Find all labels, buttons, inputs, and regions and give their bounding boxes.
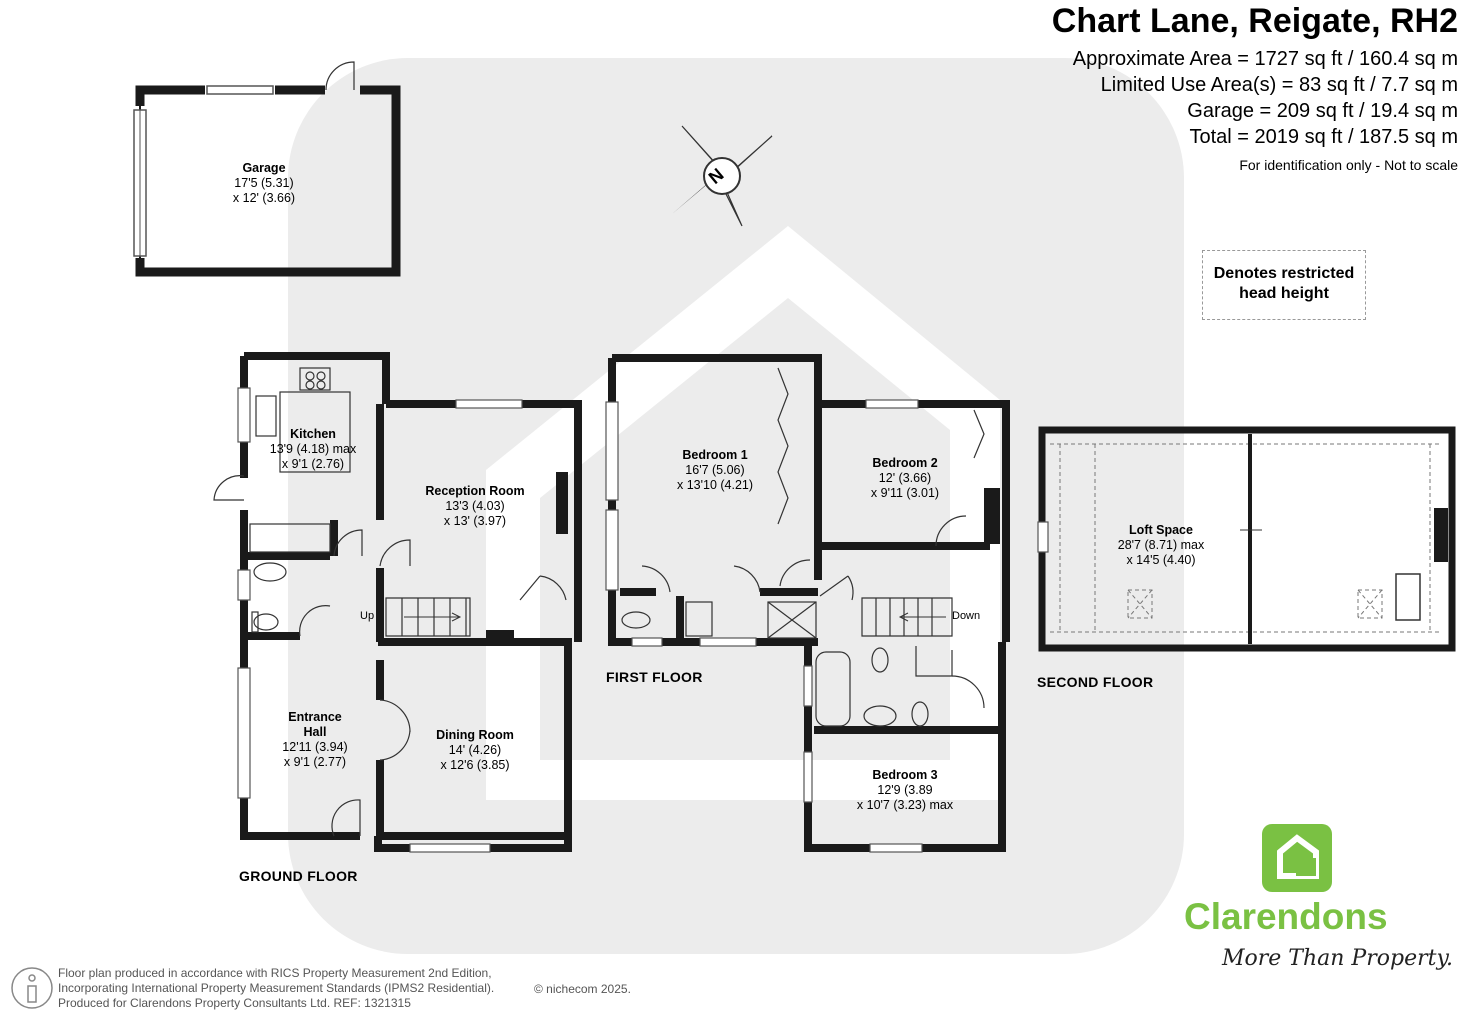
restricted-areas bbox=[1050, 443, 1440, 633]
room-name: Kitchen bbox=[290, 427, 336, 441]
room-dim: x 10'7 (3.23) max bbox=[856, 798, 954, 812]
legend-line-1: Denotes restricted bbox=[1213, 265, 1355, 282]
second-floor-walls bbox=[1038, 426, 1456, 652]
room-loft-space: Loft Space 28'7 (8.71) max x 14'5 (4.40) bbox=[1118, 523, 1204, 568]
room-name: Entrance bbox=[288, 710, 342, 724]
room-kitchen: Kitchen 13'9 (4.18) max x 9'1 (2.76) bbox=[270, 427, 356, 472]
room-name: Hall bbox=[303, 725, 327, 739]
copyright: © nichecom 2025. bbox=[534, 982, 631, 996]
clarendons-logo-icon bbox=[1262, 824, 1332, 892]
scale-note: For identification only - Not to scale bbox=[1239, 157, 1458, 173]
room-dim: x 9'1 (2.76) bbox=[281, 457, 345, 471]
footer-disclaimer: Floor plan produced in accordance with R… bbox=[58, 966, 494, 1011]
room-name: Loft Space bbox=[1129, 523, 1193, 537]
room-dim: x 14'5 (4.40) bbox=[1126, 553, 1196, 567]
room-dim: x 9'1 (2.77) bbox=[283, 755, 347, 769]
room-bedroom-3: Bedroom 3 12'9 (3.89 x 10'7 (3.23) max bbox=[857, 768, 953, 813]
room-name: Bedroom 1 bbox=[682, 448, 748, 462]
ground-floor-details bbox=[213, 367, 567, 837]
restricted-height-legend: Denotes restricted head height bbox=[1202, 250, 1366, 320]
property-title: Chart Lane, Reigate, RH2 bbox=[1051, 2, 1458, 40]
approximate-area: Approximate Area = 1727 sq ft / 160.4 sq… bbox=[1072, 48, 1458, 70]
watermark bbox=[288, 58, 1184, 954]
stairs-up-label: Up bbox=[360, 610, 375, 622]
second-floor-label: SECOND FLOOR bbox=[1037, 674, 1154, 690]
ground-floor-label: GROUND FLOOR bbox=[239, 868, 358, 884]
room-dim: 13'9 (4.18) max bbox=[269, 442, 357, 456]
ground-floor-walls bbox=[240, 352, 582, 852]
room-name: Bedroom 2 bbox=[872, 456, 938, 470]
room-dim: x 12'6 (3.85) bbox=[440, 758, 510, 772]
room-reception: Reception Room 13'3 (4.03) x 13' (3.97) bbox=[425, 484, 524, 529]
footer-line: Floor plan produced in accordance with R… bbox=[58, 966, 492, 980]
room-name: Reception Room bbox=[425, 484, 525, 498]
footer-line: Produced for Clarendons Property Consult… bbox=[58, 996, 411, 1010]
room-name: Garage bbox=[242, 161, 286, 175]
room-dim: 16'7 (5.06) bbox=[685, 463, 745, 477]
stairs-down-label: Down bbox=[952, 610, 981, 622]
garage-area: Garage = 209 sq ft / 19.4 sq m bbox=[1187, 100, 1458, 122]
total-area: Total = 2019 sq ft / 187.5 sq m bbox=[1189, 126, 1459, 148]
room-bedroom-2: Bedroom 2 12' (3.66) x 9'11 (3.01) bbox=[871, 456, 939, 501]
room-dim: 12' (3.66) bbox=[878, 471, 932, 485]
room-dim: x 13'10 (4.21) bbox=[676, 478, 754, 492]
room-dim: x 9'11 (3.01) bbox=[870, 486, 940, 500]
compass-rose bbox=[672, 125, 773, 227]
info-person-icon bbox=[11, 967, 53, 1009]
room-dim: 12'9 (3.89 bbox=[877, 783, 933, 797]
legend-line-2: head height bbox=[1239, 285, 1329, 302]
room-name: Bedroom 3 bbox=[872, 768, 938, 782]
room-garage: Garage 17'5 (5.31) x 12' (3.66) bbox=[233, 161, 295, 206]
room-bedroom-1: Bedroom 1 16'7 (5.06) x 13'10 (4.21) bbox=[677, 448, 753, 493]
limited-use-area: Limited Use Area(s) = 83 sq ft / 7.7 sq … bbox=[1100, 74, 1458, 96]
room-dim: 28'7 (8.71) max bbox=[1117, 538, 1205, 552]
room-dining: Dining Room 14' (4.26) x 12'6 (3.85) bbox=[436, 728, 514, 773]
brand-name: Clarendons bbox=[1184, 896, 1388, 937]
room-dim: x 12' (3.66) bbox=[232, 191, 296, 205]
room-entrance-hall: Entrance Hall 12'11 (3.94) x 9'1 (2.77) bbox=[282, 710, 347, 770]
first-floor-label: FIRST FLOOR bbox=[606, 669, 703, 685]
room-dim: 12'11 (3.94) bbox=[282, 740, 348, 754]
brand-tagline: More Than Property. bbox=[1222, 946, 1453, 971]
room-dim: 14' (4.26) bbox=[448, 743, 502, 757]
room-dim: 13'3 (4.03) bbox=[445, 499, 505, 513]
room-name: Dining Room bbox=[436, 728, 514, 742]
room-dim: 17'5 (5.31) bbox=[234, 176, 294, 190]
room-dim: x 13' (3.97) bbox=[443, 514, 507, 528]
first-floor-details bbox=[621, 367, 985, 727]
footer-line: Incorporating International Property Mea… bbox=[58, 981, 495, 995]
